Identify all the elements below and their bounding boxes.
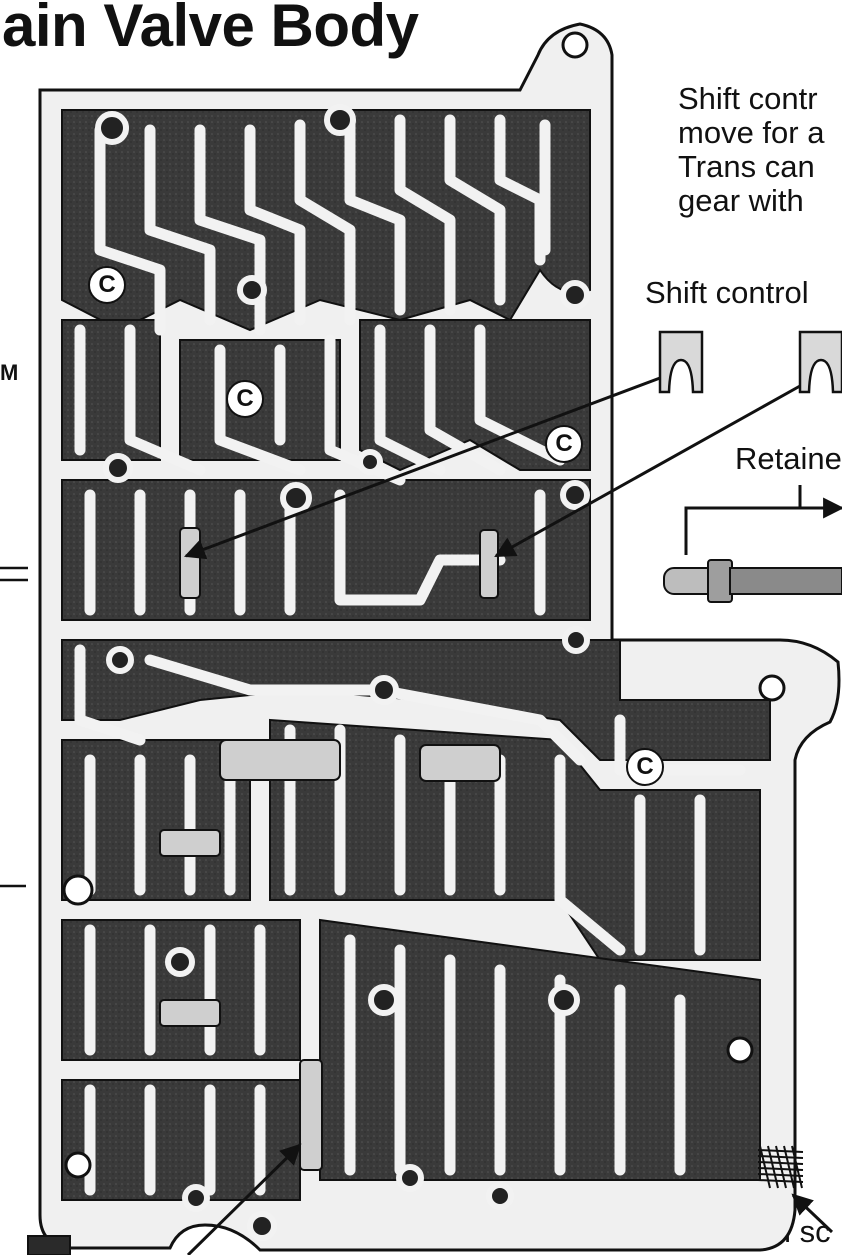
shift-control-note-line-4: gear with [678, 183, 804, 218]
shift-control-clip-right [798, 330, 842, 394]
c-marker-2: C [226, 380, 264, 418]
left-leader-lines [0, 566, 28, 888]
page-title: ain Valve Body [2, 0, 419, 59]
valve-spools [159, 527, 501, 1171]
bottom-left-part [27, 1235, 71, 1255]
retainer-bracket [684, 485, 842, 555]
shift-control-note-line-1: Shift contr [678, 81, 818, 116]
bolt-holes [62, 31, 786, 1241]
retainer-label: Retaine [735, 441, 842, 476]
c-marker-3: C [545, 425, 583, 463]
shift-control-note-line-2: move for a [678, 115, 825, 150]
c-marker-1: C [88, 266, 126, 304]
shift-control-label: Shift control [645, 275, 809, 310]
plate-ribs [74, 114, 746, 1196]
pointer-arrows [184, 376, 834, 1255]
spring-part [757, 1145, 804, 1189]
retainer-pin [663, 559, 842, 603]
shift-control-note-line-3: Trans can [678, 149, 815, 184]
c-marker-4: C [626, 748, 664, 786]
left-edge-fragment: M [0, 360, 19, 385]
shift-control-clip-left [658, 330, 704, 394]
